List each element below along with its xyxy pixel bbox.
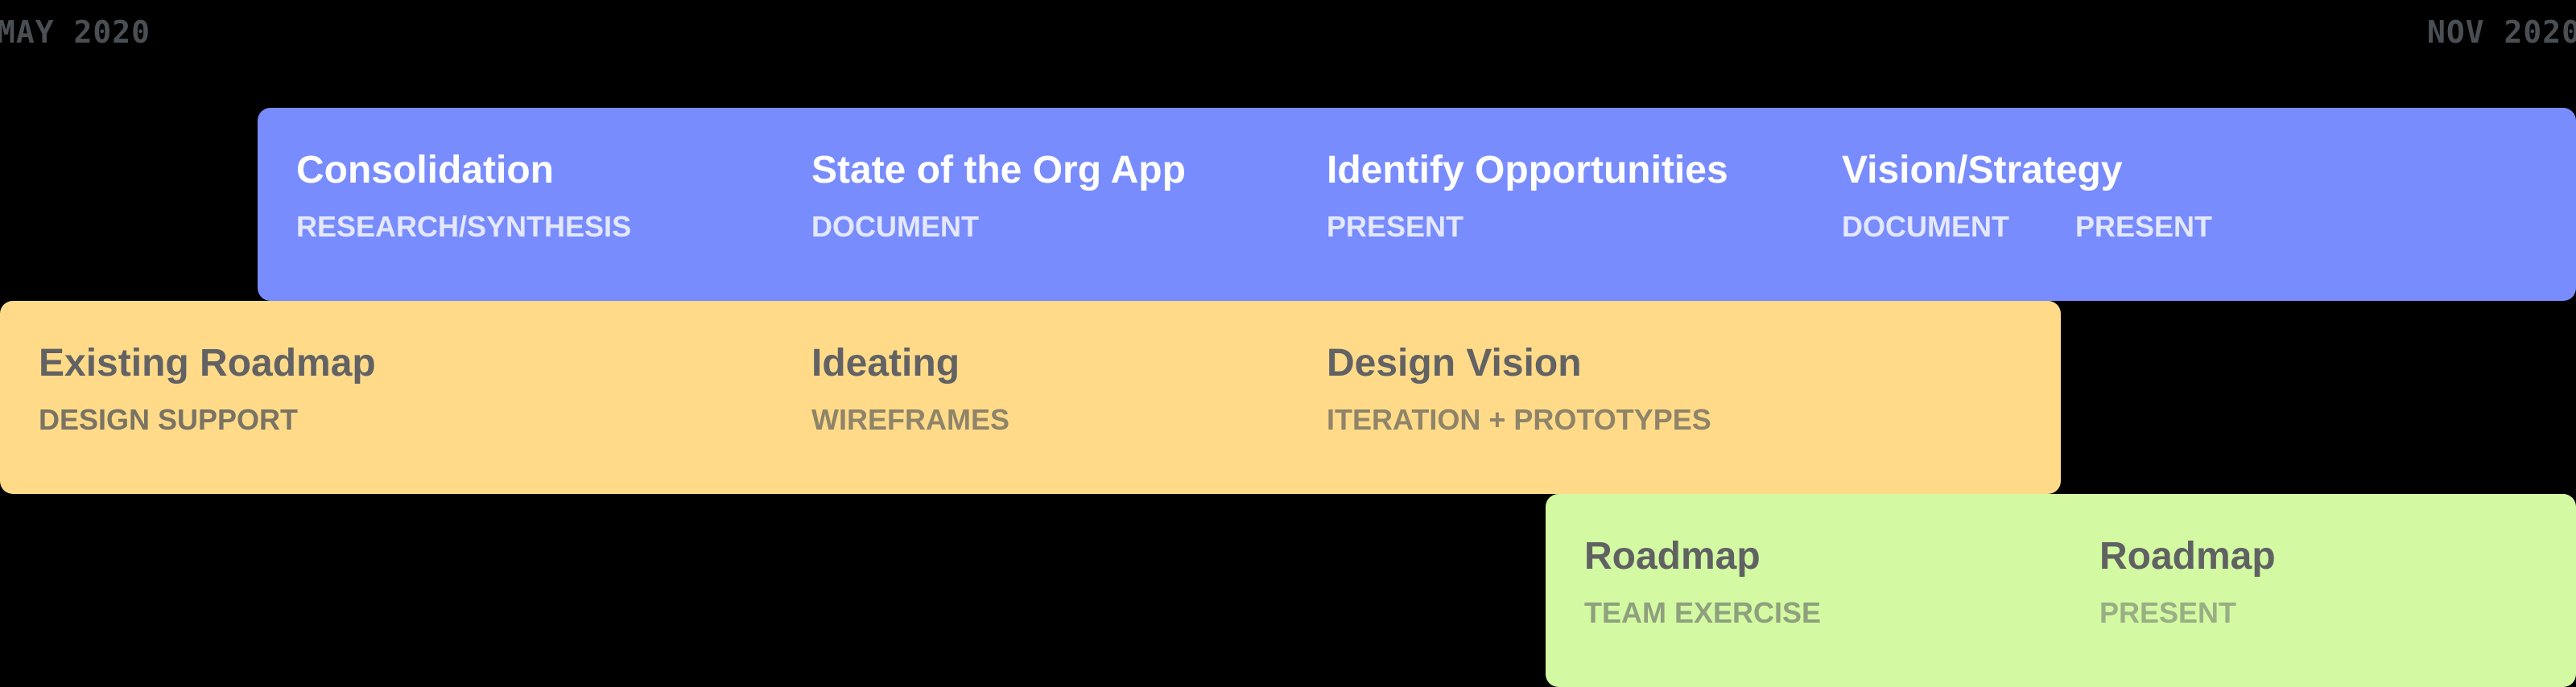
phase-tag: ITERATION + PROTOTYPES <box>1327 403 1711 436</box>
phase-title: Design Vision <box>1327 342 1582 385</box>
phase-tag: RESEARCH/SYNTHESIS <box>296 210 632 243</box>
roadmap-track-band: Roadmap TEAM EXERCISE Roadmap PRESENT <box>1546 494 2576 687</box>
phase-ideating: Ideating WIREFRAMES <box>811 341 1075 436</box>
phase-tags: RESEARCH/SYNTHESIS <box>296 211 697 243</box>
phase-title: Consolidation <box>296 149 554 191</box>
phase-tag: PRESENT <box>2099 596 2237 629</box>
phase-title: Existing Roadmap <box>39 342 376 385</box>
phase-consolidation: Consolidation RESEARCH/SYNTHESIS <box>296 148 697 243</box>
phase-tags: PRESENT <box>2099 597 2302 629</box>
phase-title: State of the Org App <box>811 149 1186 191</box>
phase-tags: ITERATION + PROTOTYPES <box>1327 404 1777 436</box>
phase-tags: DESIGN SUPPORT <box>39 404 376 436</box>
phase-title: Ideating <box>811 342 960 385</box>
phase-tags: TEAM EXERCISE <box>1584 597 1887 629</box>
phase-tags: DOCUMENT <box>811 211 1186 243</box>
phase-state-of-org-app: State of the Org App DOCUMENT <box>811 148 1186 243</box>
phase-title: Roadmap <box>2099 535 2276 578</box>
phase-design-vision: Design Vision ITERATION + PROTOTYPES <box>1327 341 1777 436</box>
phase-tags: DOCUMENT PRESENT <box>1842 211 2278 243</box>
phase-identify-opportunities: Identify Opportunities PRESENT <box>1327 148 1728 243</box>
phase-title: Identify Opportunities <box>1327 149 1728 191</box>
phase-vision-strategy: Vision/Strategy DOCUMENT PRESENT <box>1842 148 2278 243</box>
design-track-band: Existing Roadmap DESIGN SUPPORT Ideating… <box>0 301 2061 494</box>
phase-tag: DESIGN SUPPORT <box>39 403 299 436</box>
phase-tag: PRESENT <box>2074 210 2213 243</box>
phase-roadmap-team-exercise: Roadmap TEAM EXERCISE <box>1584 534 1887 629</box>
phase-tag: PRESENT <box>1327 210 1464 243</box>
phase-title: Roadmap <box>1584 535 1761 578</box>
phase-tags: WIREFRAMES <box>811 404 1075 436</box>
research-track-band: Consolidation RESEARCH/SYNTHESIS State o… <box>258 108 2576 301</box>
phase-tag: TEAM EXERCISE <box>1584 596 1822 629</box>
phase-title: Vision/Strategy <box>1842 149 2123 191</box>
timeline-end-label: NOV 2020 <box>2426 14 2576 50</box>
phase-roadmap-present: Roadmap PRESENT <box>2099 534 2302 629</box>
timeline-start-label: MAY 2020 <box>0 14 151 50</box>
phase-existing-roadmap: Existing Roadmap DESIGN SUPPORT <box>39 341 376 436</box>
phase-tags: PRESENT <box>1327 211 1728 243</box>
phase-tag: DOCUMENT <box>811 210 979 243</box>
phase-tag: WIREFRAMES <box>811 403 1009 436</box>
phase-tag: DOCUMENT <box>1842 210 2009 243</box>
